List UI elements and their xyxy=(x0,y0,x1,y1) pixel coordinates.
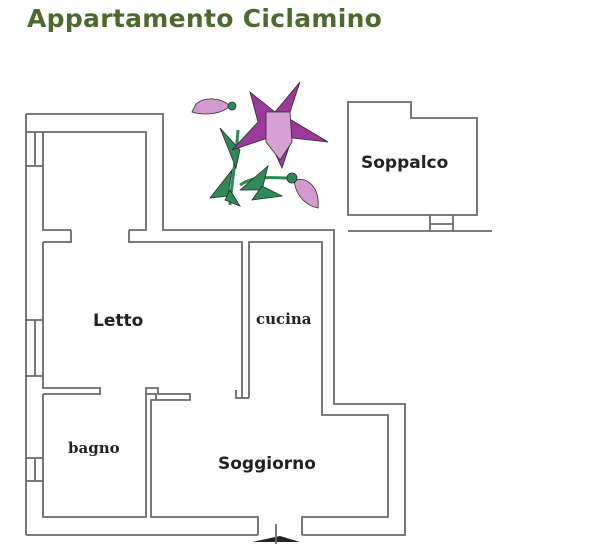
window-mid xyxy=(26,319,43,377)
room-label-soppalco: Soppalco xyxy=(361,153,449,173)
room-label-cucina: cucina xyxy=(256,310,312,328)
cyclamen-flower-icon xyxy=(191,81,329,209)
room-label-soggiorno: Soggiorno xyxy=(218,454,316,474)
room-label-letto: Letto xyxy=(93,311,144,331)
soppalco-outline xyxy=(347,101,478,216)
room-label-bagno: bagno xyxy=(68,439,120,457)
window-bottom xyxy=(26,457,43,482)
page-title: Appartamento Ciclamino xyxy=(27,4,383,33)
outer-wall xyxy=(26,113,406,536)
stair-icon xyxy=(429,215,454,231)
window-top xyxy=(26,131,43,167)
